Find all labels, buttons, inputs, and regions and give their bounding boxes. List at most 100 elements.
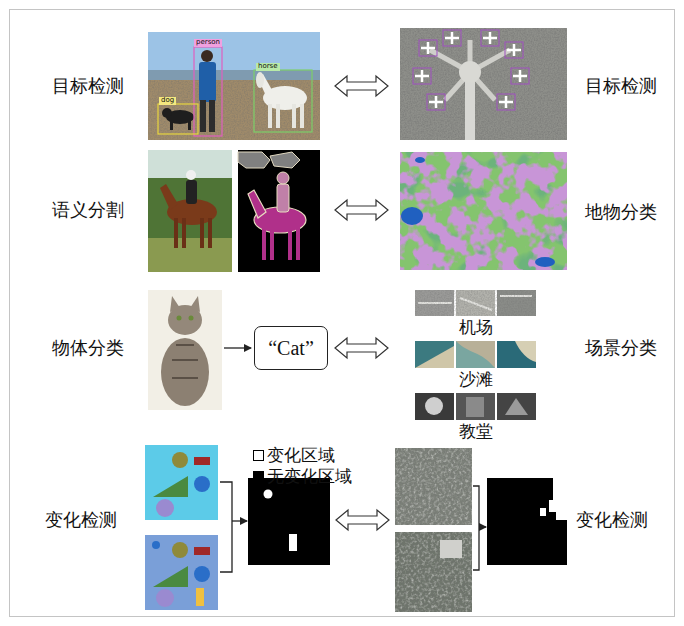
cat-photo [161, 338, 209, 406]
aerial-detection-photo [459, 61, 481, 83]
aerial-image-after [395, 532, 472, 612]
aerial-image-before [395, 448, 472, 525]
cat-photo [177, 316, 182, 321]
change-map [487, 478, 567, 565]
segmentation-mask [238, 152, 270, 168]
aerial-detection-photo [497, 94, 515, 110]
label-box: “Cat” [254, 326, 328, 370]
segmentation-mask [277, 184, 289, 212]
class-label: “Cat” [268, 337, 314, 360]
segmentation-photo [160, 184, 178, 210]
double-arrow [336, 510, 389, 530]
scene-tiles [456, 341, 495, 368]
aerial-detection-photo [427, 94, 445, 110]
change-map [289, 534, 297, 551]
figure-frame [10, 10, 675, 617]
detection-photo [256, 72, 264, 88]
segmentation-mask [296, 226, 300, 260]
task-label: 目标检测 [585, 76, 657, 97]
segmentation-mask [270, 152, 300, 168]
scene-tiles [497, 393, 536, 420]
detection-photo [158, 104, 198, 134]
task-label: 地物分类 [585, 202, 657, 223]
change-image-after [194, 566, 210, 582]
segmentation-mask [248, 190, 266, 218]
change-map [540, 508, 546, 516]
change-image-before [172, 452, 188, 468]
aerial-detection-photo [499, 96, 513, 108]
merge-bracket [479, 526, 486, 527]
change-map [549, 478, 567, 520]
aerial-detection-photo [400, 28, 567, 140]
double-arrow [335, 76, 388, 96]
land-cover-map [400, 152, 567, 270]
land-cover-map [415, 157, 425, 163]
scene-tiles [505, 398, 528, 415]
scene-tiles [456, 393, 495, 420]
aerial-detection-photo [507, 44, 521, 56]
detection-photo [170, 120, 173, 130]
segmentation-mask [270, 226, 274, 260]
aerial-detection-photo [497, 94, 515, 110]
aerial-detection-photo [511, 68, 529, 84]
aerial-image-before [395, 448, 472, 525]
cat-photo [170, 296, 180, 312]
aerial-image-after [395, 532, 472, 612]
land-cover-map [401, 207, 423, 225]
change-map [248, 478, 330, 565]
scene-tiles [425, 397, 443, 415]
figure-frame [10, 10, 675, 617]
scene-tiles [515, 341, 536, 362]
segmentation-mask [277, 172, 289, 184]
scene-tiles [466, 397, 484, 417]
merge-bracket [473, 486, 486, 570]
change-map [264, 490, 273, 499]
segmentation-mask [238, 150, 320, 272]
legend-swatch [253, 471, 264, 482]
legend-swatch [253, 450, 264, 461]
segmentation-mask [238, 150, 320, 272]
aerial-detection-photo [400, 28, 567, 140]
detection-photo [148, 32, 320, 140]
scene-tiles [415, 290, 536, 420]
aerial-image-after [440, 540, 462, 558]
cat-photo [148, 290, 222, 410]
detection-photo [162, 108, 172, 118]
task-label: 物体分类 [52, 338, 124, 359]
cat-photo [172, 345, 198, 378]
detection-photo [148, 80, 320, 140]
cat-arrow [224, 347, 251, 348]
segmentation-photo [186, 170, 196, 180]
box-tag: dog [159, 97, 176, 105]
land-cover-map [400, 152, 567, 270]
merge-bracket [220, 482, 247, 572]
detection-photo [268, 104, 272, 128]
detection-photo [209, 100, 215, 132]
aerial-detection-photo [511, 68, 529, 84]
legend-text: 变化区域 [267, 446, 335, 466]
segmentation-photo [186, 180, 197, 204]
cat-photo [189, 316, 194, 321]
scene-tiles [415, 290, 536, 316]
aerial-image-after [395, 532, 472, 612]
aerial-image-before [395, 448, 472, 525]
aerial-detection-photo [443, 30, 461, 46]
task-label: 语义分割 [52, 200, 124, 221]
double-arrow [335, 200, 388, 220]
segmentation-photo [148, 150, 232, 272]
change-image-after [145, 535, 218, 610]
aerial-image-before [395, 448, 472, 525]
aerial-detection-photo [413, 68, 431, 84]
change-image-before [194, 476, 210, 492]
change-image-after [196, 588, 204, 606]
task-label: 目标检测 [52, 76, 124, 97]
change-image-after [152, 541, 160, 549]
change-map [487, 478, 567, 565]
scene-tiles [415, 341, 454, 368]
aerial-detection-photo [481, 30, 499, 46]
segmentation-photo [208, 218, 212, 248]
change-image-after [194, 547, 210, 555]
merge-bracket [473, 486, 479, 570]
legend-entry: 变化区域 [253, 446, 335, 466]
cat-arrow [224, 348, 251, 349]
